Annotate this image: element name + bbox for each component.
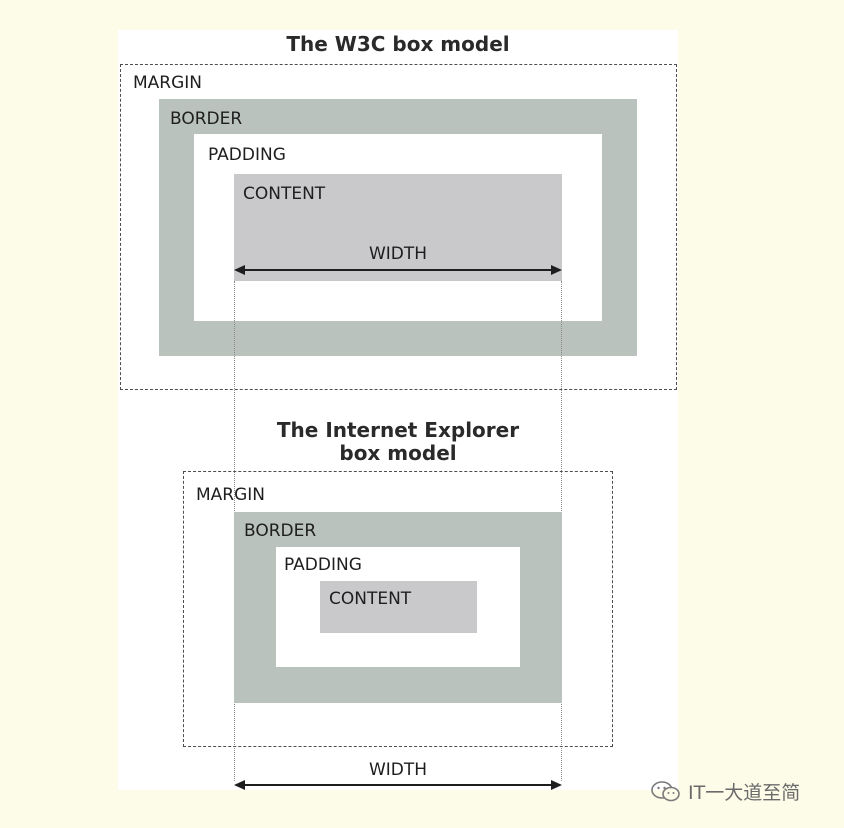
ie-title-line2: box model [339, 441, 457, 465]
watermark: IT一大道至简 [650, 778, 800, 804]
ie-border-label: BORDER [244, 521, 317, 541]
ie-width-label: WIDTH [368, 760, 428, 780]
watermark-text: IT一大道至简 [688, 781, 801, 804]
ie-margin-box [183, 471, 613, 747]
w3c-width-label: WIDTH [368, 244, 428, 264]
w3c-margin-box [120, 64, 677, 390]
w3c-border-label: BORDER [170, 109, 243, 129]
ie-width-arrow [234, 780, 562, 790]
w3c-padding-label: PADDING [208, 145, 286, 165]
ie-margin-label: MARGIN [196, 485, 266, 505]
w3c-title: The W3C box model [286, 32, 510, 56]
w3c-width-arrow [234, 265, 562, 275]
w3c-content-box [234, 174, 562, 281]
ie-padding-label: PADDING [284, 555, 362, 575]
ie-content-box [320, 581, 477, 633]
w3c-content-label: CONTENT [243, 184, 326, 204]
ie-title-line1: The Internet Explorer [276, 418, 520, 442]
ie-content-label: CONTENT [329, 589, 412, 609]
w3c-margin-label: MARGIN [133, 73, 203, 93]
wechat-icon [651, 781, 680, 802]
